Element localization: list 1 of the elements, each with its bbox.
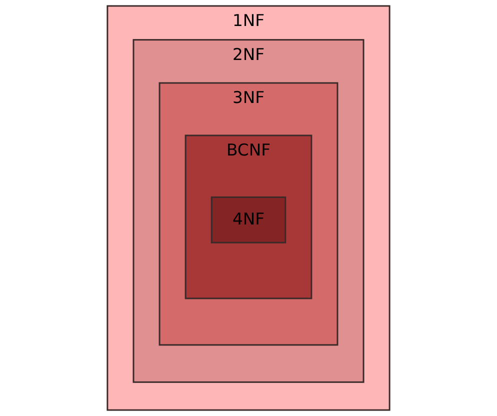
node-box: 4NF bbox=[210, 196, 286, 244]
